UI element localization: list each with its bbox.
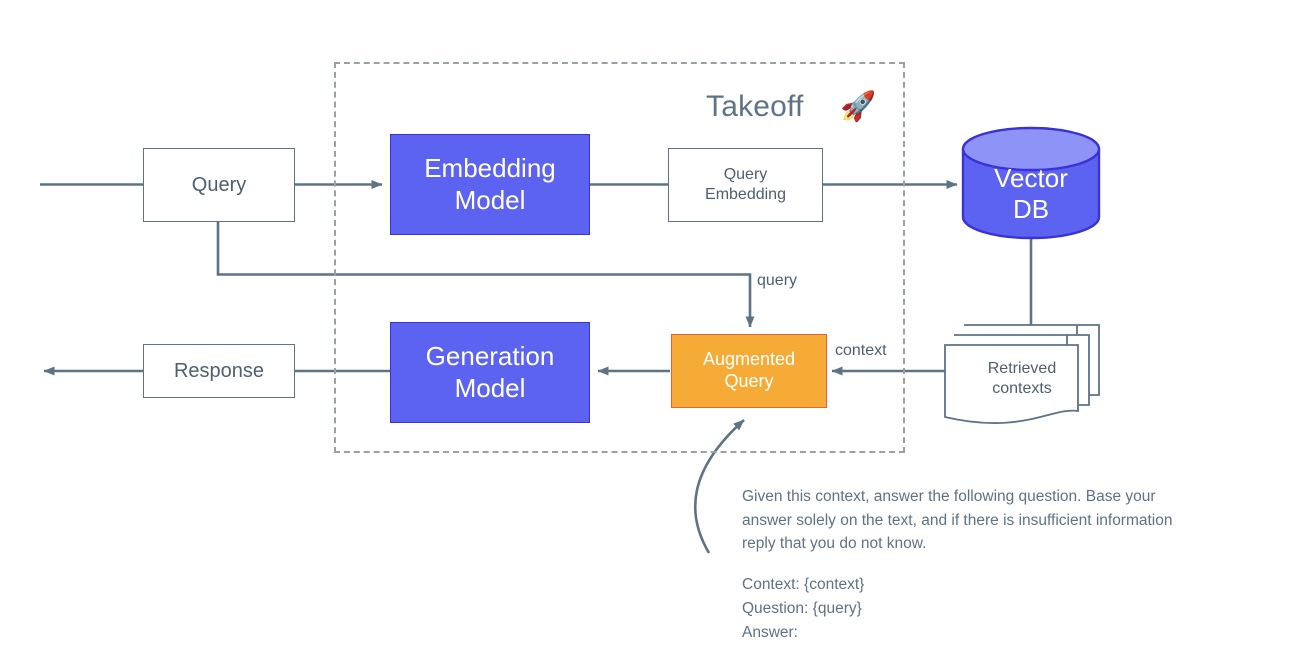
document-stack-icon [944, 324, 1100, 424]
node-augmented-query[interactable]: Augmented Query [671, 334, 827, 408]
edge-label-context: context [835, 342, 887, 359]
node-augmented-query-label: Augmented Query [702, 349, 796, 391]
edge-label-query: query [757, 272, 798, 289]
takeoff-boundary [334, 62, 905, 453]
vector-db-cylinder-icon [961, 126, 1101, 240]
prompt-paragraph-line-3: reply that you do not know. [742, 535, 927, 553]
takeoff-title: Takeoff [706, 90, 804, 123]
prompt-paragraph-line-2: answer solely on the text, and if there … [742, 511, 1173, 529]
node-response-label: Response [173, 359, 265, 382]
prompt-spacer [742, 556, 1252, 573]
node-query[interactable]: Query [143, 148, 295, 222]
node-response[interactable]: Response [143, 344, 295, 398]
node-generation-model-label: Generation Model [425, 340, 555, 403]
node-retrieved-contexts[interactable]: Retrieved contexts [942, 311, 1102, 431]
node-embedding-model[interactable]: Embedding Model [390, 134, 590, 235]
prompt-question-line: Question: {query} [742, 599, 862, 617]
node-generation-model[interactable]: Generation Model [390, 322, 590, 423]
node-query-label: Query [191, 173, 247, 196]
prompt-template-text: Given this context, answer the following… [742, 485, 1252, 644]
rocket-icon: 🚀 [840, 91, 877, 123]
node-vector-db[interactable]: Vector DB [957, 126, 1105, 240]
node-embedding-model-label: Embedding Model [424, 152, 556, 215]
prompt-answer-line: Answer: [742, 623, 798, 641]
node-query-embedding[interactable]: Query Embedding [668, 148, 823, 222]
prompt-context-line: Context: {context} [742, 576, 865, 594]
prompt-paragraph-line-1: Given this context, answer the following… [742, 488, 1156, 505]
node-query-embedding-label: Query Embedding [705, 166, 786, 203]
